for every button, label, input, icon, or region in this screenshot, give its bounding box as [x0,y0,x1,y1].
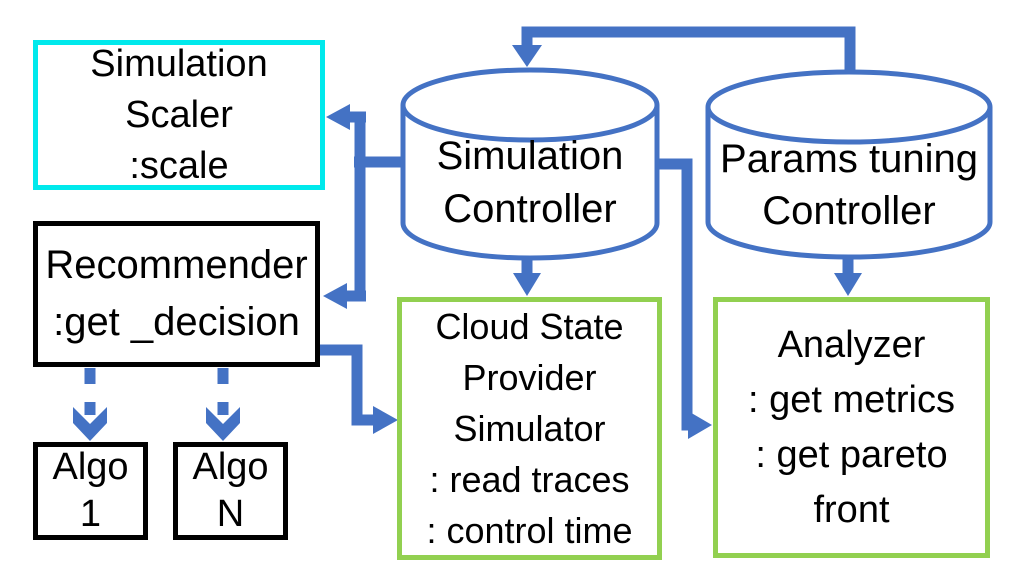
analyzer-label: Analyzer [777,323,926,366]
algo-n-index: N [216,493,245,535]
analyzer-method: : get pareto [755,433,948,476]
analyzer-box: Analyzer : get metrics : get pareto fron… [713,297,990,558]
cloud-state-label: Simulator [453,408,606,449]
simulation-scaler-box: Simulation Scaler :scale [33,40,325,190]
simulation-controller-cylinder [400,67,660,261]
arrow-recommender-to-algon-dashed [206,368,240,441]
cloud-state-provider-simulator-box: Cloud State Provider Simulator : read tr… [397,297,662,560]
analyzer-method: : get metrics [748,378,955,421]
simulation-scaler-label: Scaler [125,93,233,136]
algo-1-index: 1 [79,493,102,535]
params-tuning-controller-label-line: Params tuning [720,137,978,181]
recommender-method: :get _decision [53,300,300,344]
arrow-params-to-simulation-controller [512,26,856,74]
cloud-state-label: Provider [462,357,597,398]
recommender-box: Recommender :get _decision [33,221,320,367]
arrow-simcontroller-to-analyzer [650,158,712,439]
params-tuning-controller-cylinder [705,69,993,260]
simulation-scaler-label: Simulation [90,42,268,85]
algo-n-box: Algo N [173,442,288,540]
algo-n-label: Algo [192,446,269,488]
params-tuning-controller-label: Params tuning Controller [708,133,990,237]
arrow-recommender-to-algo1-dashed [73,368,107,441]
cloud-state-label: Cloud State [435,306,624,347]
arrow-simcontroller-to-scaler-and-recommender [323,104,410,309]
params-tuning-controller-label-line: Controller [762,189,936,233]
algo-1-box: Algo 1 [33,442,148,540]
analyzer-method: front [813,488,890,531]
cloud-state-method: : read traces [429,459,630,500]
simulation-controller-label-line: Simulation [436,134,624,178]
arrow-recommender-to-cloudstate [320,344,398,434]
simulation-scaler-method: :scale [129,144,229,187]
cloud-state-method: : control time [426,510,633,551]
recommender-label: Recommender [45,243,308,287]
simulation-controller-label-line: Controller [443,187,617,231]
simulation-controller-label: Simulation Controller [403,130,657,236]
algo-1-label: Algo [52,446,129,488]
